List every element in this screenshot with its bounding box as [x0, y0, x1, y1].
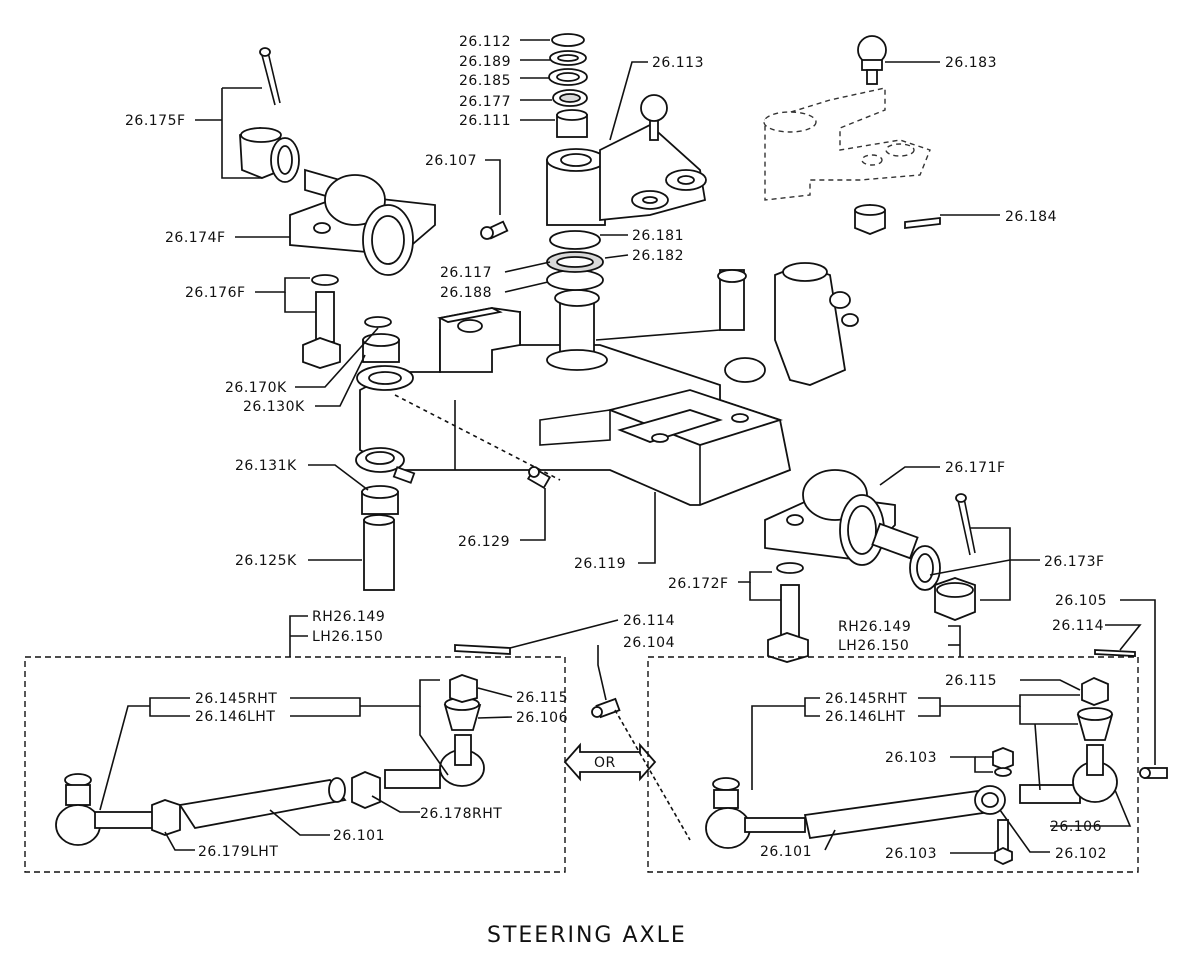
left-jam-nut: [151, 799, 181, 836]
bushing-131: [361, 485, 399, 515]
washer-stack: [548, 33, 588, 138]
bolt-103-bottom: [994, 819, 1013, 865]
label-26-145RHT-right: 26.145RHT: [825, 691, 907, 707]
label-26-114-center: 26.114: [623, 613, 675, 629]
right-tie-rod-box: [647, 656, 1139, 873]
label-26-115-right: 26.115: [945, 673, 997, 689]
cotter-pin-114-right: [1094, 649, 1136, 657]
label-26-185: 26.185: [459, 73, 511, 89]
label-26-177: 26.177: [459, 94, 511, 110]
label-rh26-149-right: RH26.149: [838, 619, 911, 635]
label-26-101-right: 26.101: [760, 844, 812, 860]
label-26-101-left: 26.101: [333, 828, 385, 844]
label-26-189: 26.189: [459, 54, 511, 70]
bushing-170: [362, 316, 400, 363]
label-26-111: 26.111: [459, 113, 511, 129]
label-26-102: 26.102: [1055, 846, 1107, 862]
part-labels: 26.112 26.189 26.185 26.177 26.111 26.11…: [125, 34, 1107, 862]
kingpin-assembly: [546, 230, 608, 371]
label-26-117: 26.117: [440, 265, 492, 281]
label-26-183: 26.183: [945, 55, 997, 71]
grease-fitting-104: [591, 697, 621, 719]
right-tie-rod-end-rht: [1019, 677, 1118, 804]
label-26-125K: 26.125K: [235, 553, 297, 569]
label-26-131K: 26.131K: [235, 458, 297, 474]
right-tube: [803, 788, 992, 840]
or-label: OR: [594, 755, 616, 771]
label-26-178RHT: 26.178RHT: [420, 806, 502, 822]
label-26-173F: 26.173F: [1044, 554, 1105, 570]
grease-fitting-105: [1139, 767, 1168, 779]
label-26-107: 26.107: [425, 153, 477, 169]
diagram-title: STEERING AXLE: [487, 923, 687, 948]
leader-lines: [99, 39, 1156, 854]
washer-173: [909, 545, 941, 591]
castle-nut-175: [239, 127, 300, 183]
steering-arm: [546, 94, 707, 226]
label-26-175F: 26.175F: [125, 113, 186, 129]
label-26-114-right: 26.114: [1052, 618, 1104, 634]
left-tube: [178, 777, 347, 829]
label-26-176F: 26.176F: [185, 285, 246, 301]
label-26-106-left: 26.106: [516, 710, 568, 726]
left-tie-rod-end: [55, 773, 156, 846]
label-26-104: 26.104: [623, 635, 675, 651]
label-26-174F: 26.174F: [165, 230, 226, 246]
label-26-113: 26.113: [652, 55, 704, 71]
left-tie-rod-box: [24, 656, 566, 873]
ball-stud-183: [857, 35, 887, 85]
or-arrow: [563, 742, 657, 782]
label-26-105: 26.105: [1055, 593, 1107, 609]
knuckle-130: [355, 365, 416, 484]
label-26-188: 26.188: [440, 285, 492, 301]
phantom-steering-arm: [763, 87, 931, 201]
label-26-146LHT-right: 26.146LHT: [825, 709, 905, 725]
cotter-pin-173: [955, 493, 976, 556]
label-26-103-bottom: 26.103: [885, 846, 937, 862]
label-26-112: 26.112: [459, 34, 511, 50]
label-26-115-left: 26.115: [516, 690, 568, 706]
label-lh26-150-right: LH26.150: [838, 638, 909, 654]
label-26-119: 26.119: [574, 556, 626, 572]
spindle-171: [764, 469, 919, 566]
left-jam-nut-178: [351, 771, 381, 809]
spindle-174: [289, 168, 436, 276]
castle-nut-184: [854, 204, 941, 235]
label-26-130K: 26.130K: [243, 399, 305, 415]
cotter-pin-175: [259, 47, 281, 106]
label-26-103-top: 26.103: [885, 750, 937, 766]
label-26-181: 26.181: [632, 228, 684, 244]
left-tie-rod-end-rht: [384, 674, 485, 789]
right-tie-rod-end-left: [705, 777, 806, 849]
grease-fitting-107: [480, 220, 509, 240]
kingpin-125: [363, 514, 395, 591]
label-26-182: 26.182: [632, 248, 684, 264]
bolt-176: [302, 274, 341, 369]
castle-nut-173: [934, 577, 976, 621]
clamp-102: [974, 785, 1006, 815]
bolt-172: [767, 562, 809, 663]
grease-fitting-129: [526, 466, 552, 489]
right-knuckle: [595, 262, 859, 386]
label-rh26-149-left: RH26.149: [312, 609, 385, 625]
label-26-145RHT-left: 26.145RHT: [195, 691, 277, 707]
label-26-179LHT: 26.179LHT: [198, 844, 278, 860]
axle-beam: [359, 307, 792, 506]
nut-103-top: [992, 747, 1014, 777]
label-26-106-right: 26.106: [1050, 819, 1102, 835]
label-26-146LHT-left: 26.146LHT: [195, 709, 275, 725]
cotter-pin-114-center: [454, 644, 511, 655]
label-26-129: 26.129: [458, 534, 510, 550]
label-26-184: 26.184: [1005, 209, 1057, 225]
label-lh26-150-left: LH26.150: [312, 629, 383, 645]
label-26-171F: 26.171F: [945, 460, 1006, 476]
label-26-170K: 26.170K: [225, 380, 287, 396]
label-26-172F: 26.172F: [668, 576, 729, 592]
